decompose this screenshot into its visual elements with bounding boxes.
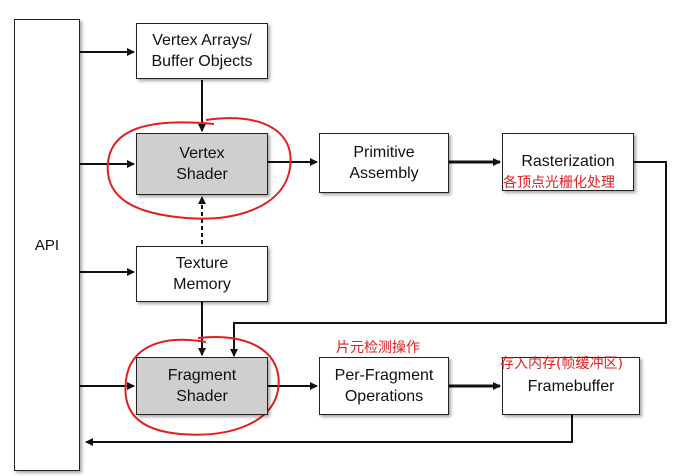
rasterization-label: Rasterization [521,153,615,170]
framebuffer-box: Framebuffer [502,357,640,415]
rasterization-annotation: 各顶点光栅化处理 [503,175,615,191]
per-fragment-operations-box: Per-Fragment Operations [319,357,449,415]
arrow-framebuffer-to-api [85,414,573,446]
fragment-shader-line-2: Shader [176,388,228,405]
framebuffer-annotation: 存入内存(帧缓冲区) [500,356,623,372]
vertex-shader-line-2: Shader [176,166,228,183]
per-fragment-line-1: Per-Fragment [334,367,434,384]
rasterization-box: Rasterization [502,133,634,191]
highlight-circle-fragment-shader [124,336,280,436]
framebuffer-label: Framebuffer [527,377,615,395]
highlight-circle-vertex-shader [106,117,292,220]
arrow-rasterization-to-fragment-shader [230,161,667,357]
texture-memory-line-1: Texture [175,255,229,272]
primitive-assembly-line-2: Assembly [349,165,419,182]
primitive-assembly-box: Primitive Assembly [319,133,449,193]
per-fragment-annotation: 片元检测操作 [336,340,420,356]
fragment-shader-box: Fragment Shader [136,357,268,415]
texture-memory-box: Texture Memory [136,246,268,302]
vertex-arrays-box: Vertex Arrays/ Buffer Objects [136,23,268,79]
vertex-arrays-line-2: Buffer Objects [151,53,253,70]
vertex-shader-line-1: Vertex [179,145,225,162]
api-bar: API [14,19,80,471]
api-label: API [34,236,60,254]
fragment-shader-line-1: Fragment [167,367,237,384]
texture-memory-line-2: Memory [173,276,231,293]
vertex-arrays-line-1: Vertex Arrays/ [152,32,252,49]
primitive-assembly-line-1: Primitive [353,144,415,161]
vertex-shader-box: Vertex Shader [136,133,268,195]
per-fragment-line-2: Operations [344,388,424,405]
